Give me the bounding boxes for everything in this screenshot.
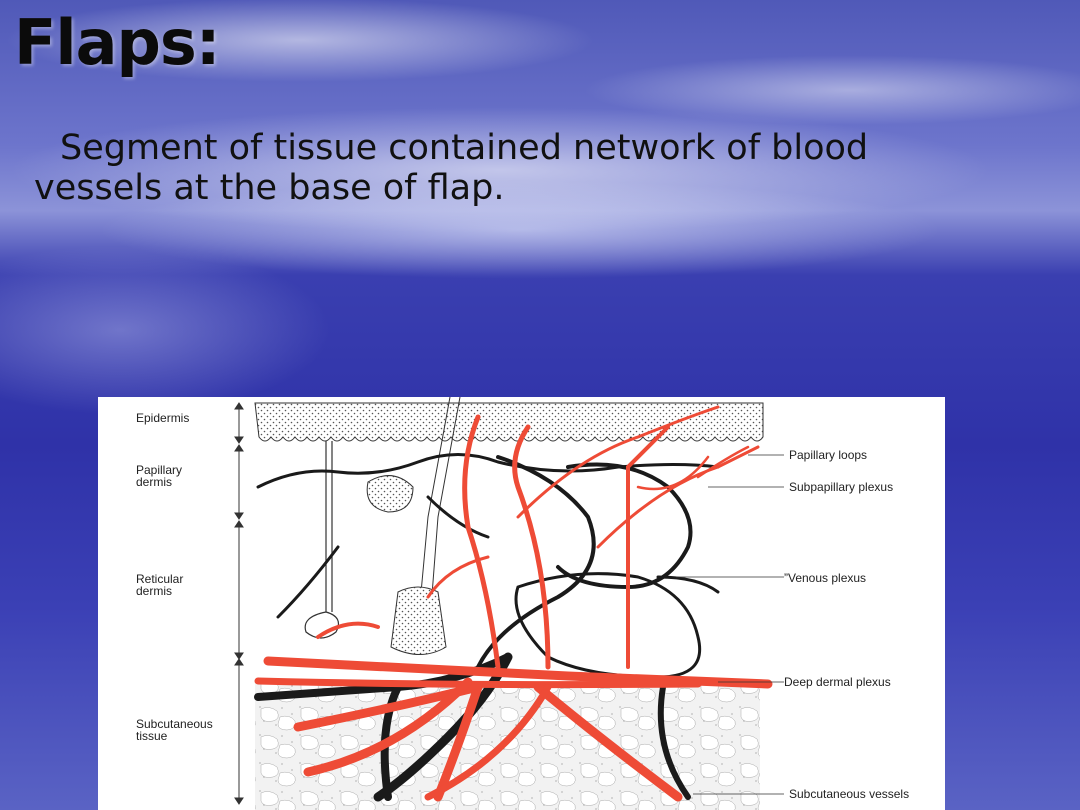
- arterial-network: [254, 405, 773, 802]
- hair-follicle: [366, 397, 461, 655]
- callout-venous-plexus: ”Venous plexus: [784, 571, 866, 585]
- slide-title: Flaps:: [14, 6, 221, 79]
- callout-leader-lines: [676, 454, 784, 795]
- callout-deep-dermal-plexus: Deep dermal plexus: [784, 675, 891, 689]
- epidermis-layer: [254, 402, 764, 442]
- callout-papillary-loops: Papillary loops: [789, 448, 867, 462]
- layer-depth-brackets: [234, 402, 244, 805]
- subcutaneous-fat-region: [255, 682, 760, 810]
- slide-body-text: Segment of tissue contained network of b…: [34, 128, 869, 208]
- callout-subpapillary-plexus: Subpapillary plexus: [789, 480, 893, 494]
- layer-label-epidermis: Epidermis: [136, 411, 189, 425]
- callout-subcutaneous-vessels: Subcutaneous vessels: [789, 787, 909, 801]
